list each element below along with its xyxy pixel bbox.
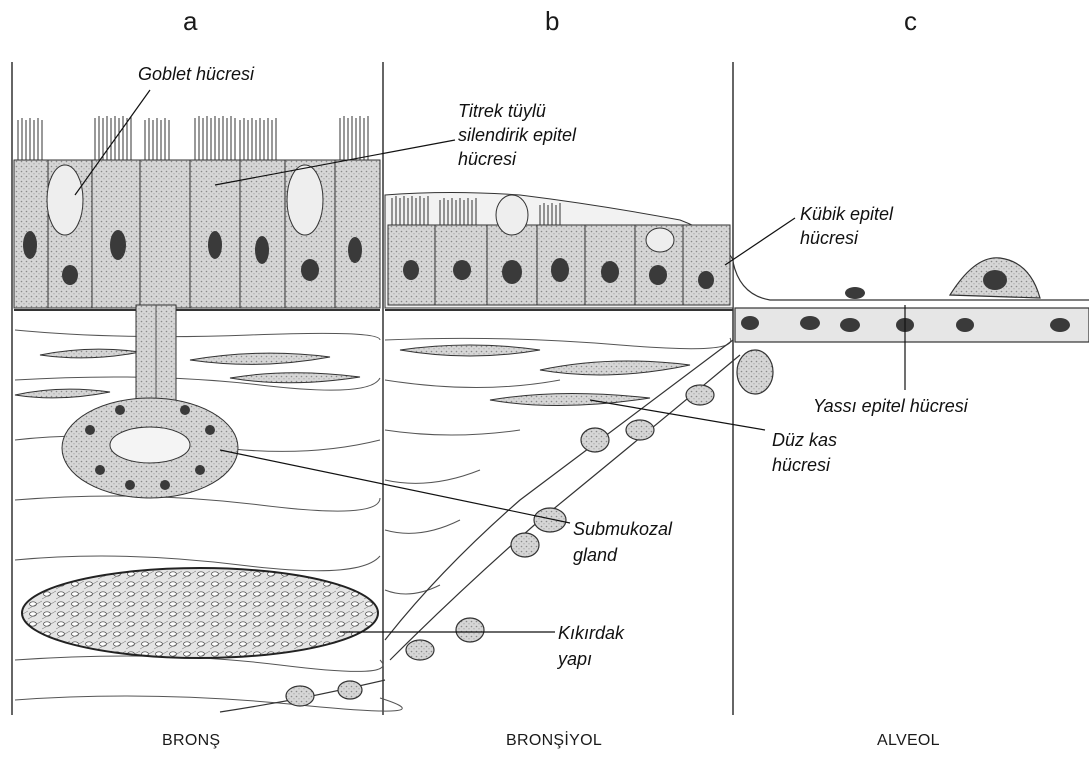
cartilage bbox=[22, 568, 378, 658]
smooth-muscle-cells bbox=[15, 345, 690, 406]
label-cartilage-line2: yapı bbox=[558, 648, 592, 671]
submucosal-gland bbox=[62, 305, 238, 498]
label-ciliated-line2: silendirik epitel bbox=[458, 124, 576, 147]
label-goblet-cell: Goblet hücresi bbox=[138, 63, 254, 86]
label-cuboidal-line1: Kübik epitel bbox=[800, 203, 893, 226]
label-smooth-line1: Düz kas bbox=[772, 429, 837, 452]
label-cuboidal-line2: hücresi bbox=[800, 227, 858, 250]
panel-letter-a: a bbox=[183, 6, 197, 37]
label-squamous: Yassı epitel hücresi bbox=[813, 395, 968, 418]
label-smooth-line2: hücresi bbox=[772, 454, 830, 477]
alveolar-wall bbox=[733, 258, 1089, 342]
panel-letter-b: b bbox=[545, 6, 559, 37]
bronchiole-epithelium bbox=[385, 193, 733, 311]
region-label-bronchus: BRONŞ bbox=[162, 732, 220, 750]
label-gland-line2: gland bbox=[573, 544, 617, 567]
region-label-alveolus: ALVEOL bbox=[877, 732, 940, 750]
region-label-bronchiole: BRONŞİYOL bbox=[506, 732, 602, 750]
bronchiole-wall bbox=[220, 340, 773, 712]
label-cartilage-line1: Kıkırdak bbox=[558, 622, 624, 645]
label-gland-line1: Submukozal bbox=[573, 518, 672, 541]
bronchus-epithelium bbox=[14, 116, 380, 310]
panel-letter-c: c bbox=[904, 6, 917, 37]
label-ciliated-line1: Titrek tüylü bbox=[458, 100, 546, 123]
label-ciliated-line3: hücresi bbox=[458, 148, 516, 171]
